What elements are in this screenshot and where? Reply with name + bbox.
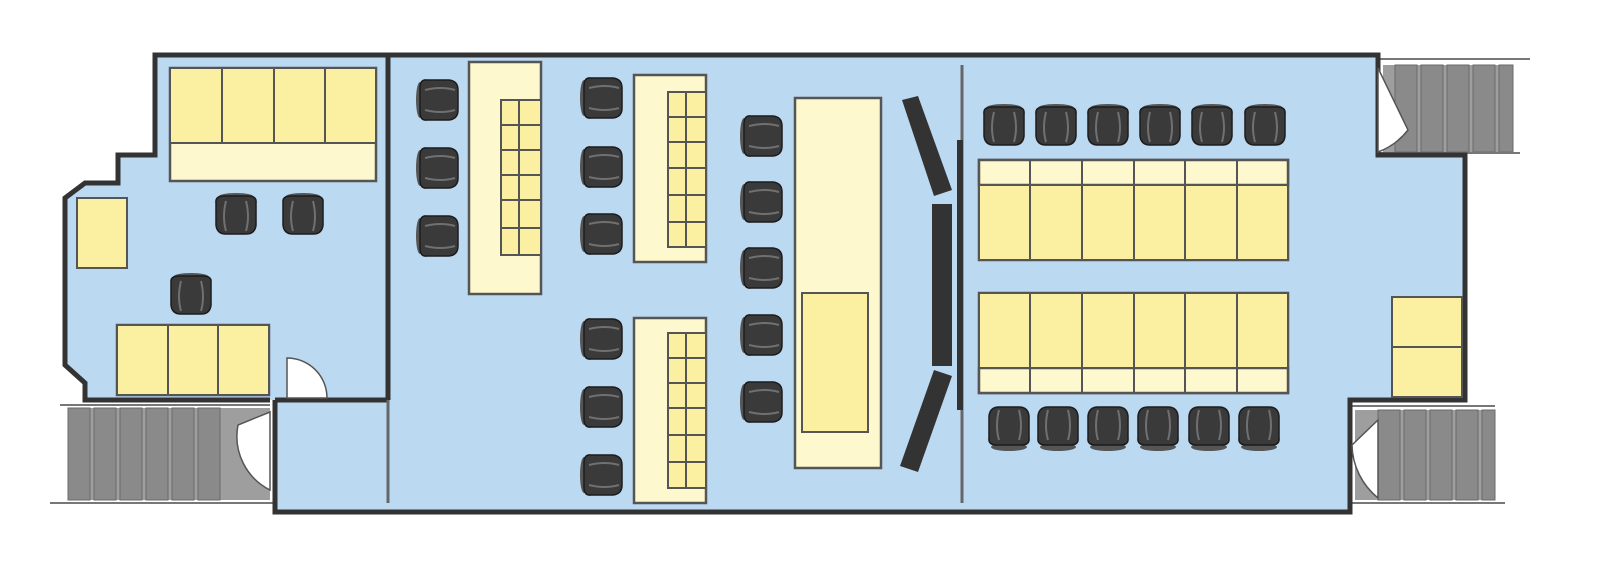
stairs-steps-bottom-left [67, 407, 221, 501]
office-desk-cabinet [168, 66, 378, 183]
lab-desk [632, 316, 708, 505]
chair-icon[interactable] [1187, 406, 1231, 452]
office-side-table [76, 197, 128, 269]
door-icon[interactable] [236, 410, 271, 492]
lecture-desk-row-bottom [977, 291, 1290, 395]
chair-icon[interactable] [1136, 406, 1180, 452]
chair-icon[interactable] [579, 453, 623, 497]
chair-icon[interactable] [739, 246, 783, 290]
chair-icon[interactable] [579, 76, 623, 120]
lab-desk [632, 73, 708, 264]
chair-icon[interactable] [415, 146, 459, 190]
stairs-icon [50, 404, 275, 504]
chair-icon[interactable] [169, 272, 213, 315]
chair-icon[interactable] [579, 212, 623, 256]
door-icon[interactable] [1377, 67, 1409, 154]
stairs-icon [1380, 58, 1530, 154]
chair-icon[interactable] [415, 78, 459, 122]
lab-desk [467, 60, 543, 296]
chair-icon[interactable] [281, 192, 325, 235]
lecture-desk-row-top [977, 158, 1290, 262]
teacher-desk [793, 96, 883, 470]
stairs-steps-bottom-right [1377, 409, 1496, 501]
outer-wall [62, 52, 1468, 515]
whiteboard-icon [900, 96, 963, 472]
stairs-steps-top-right [1394, 64, 1514, 153]
chair-icon[interactable] [987, 406, 1031, 452]
chair-icon[interactable] [1243, 103, 1287, 146]
chair-icon[interactable] [739, 313, 783, 357]
chair-icon[interactable] [1237, 406, 1281, 452]
door-icon[interactable] [286, 357, 328, 399]
chair-icon[interactable] [1086, 103, 1130, 146]
side-cabinet [1391, 296, 1463, 398]
chair-icon[interactable] [739, 380, 783, 424]
chair-icon[interactable] [579, 317, 623, 361]
chair-icon[interactable] [1190, 103, 1234, 146]
chair-icon[interactable] [579, 145, 623, 189]
chair-icon[interactable] [1086, 406, 1130, 452]
chair-icon[interactable] [415, 214, 459, 258]
office-desk-bottom [115, 323, 271, 397]
door-icon[interactable] [1351, 418, 1379, 500]
chair-icon[interactable] [1036, 406, 1080, 452]
chair-icon[interactable] [1034, 103, 1078, 146]
chair-icon[interactable] [214, 192, 258, 235]
chair-icon[interactable] [739, 180, 783, 224]
chair-icon[interactable] [982, 103, 1026, 146]
chair-icon[interactable] [1138, 103, 1182, 146]
chair-icon[interactable] [579, 385, 623, 429]
chair-icon[interactable] [739, 114, 783, 158]
